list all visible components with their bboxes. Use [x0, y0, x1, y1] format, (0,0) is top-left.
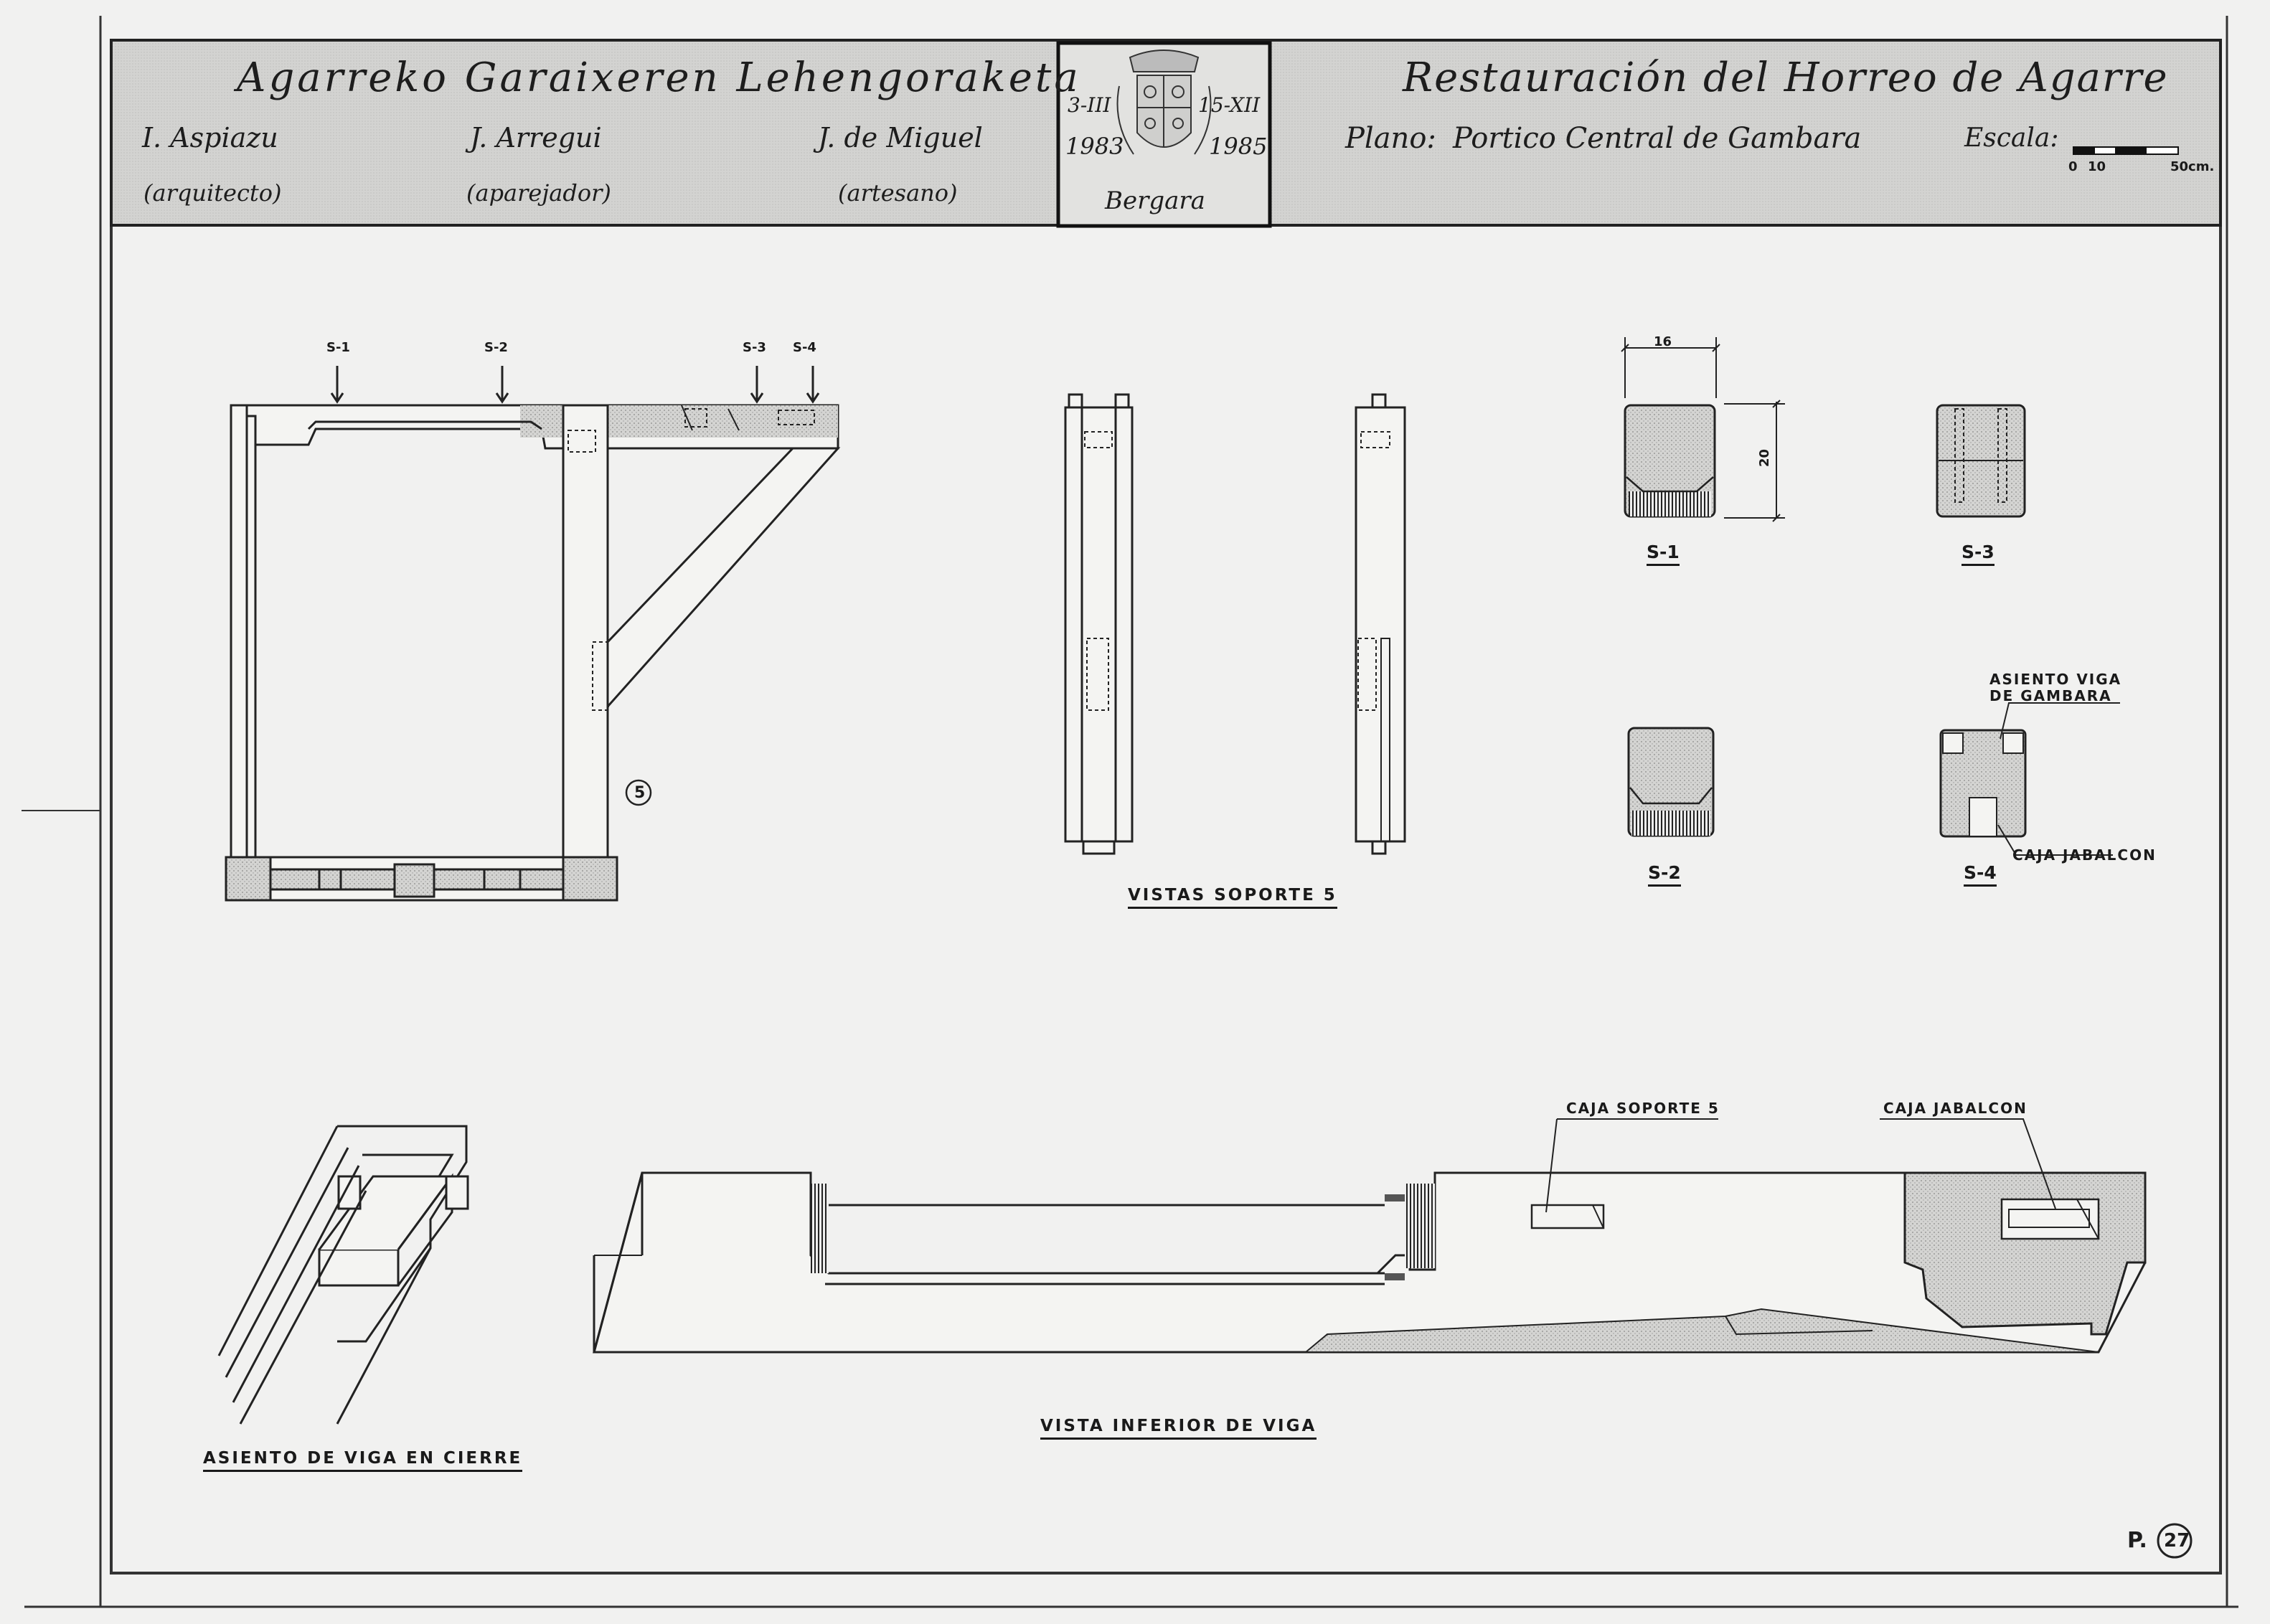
section-label-s1: S-1 — [1647, 542, 1680, 566]
section-mark-s3: S-3 — [743, 340, 766, 355]
portico-elevation — [225, 366, 841, 902]
page-number-circle — [2157, 1523, 2193, 1559]
plan-label: Plano: — [1345, 122, 1436, 155]
support-5-views — [1064, 393, 1406, 855]
basque-title: Agarreko Garaixeren Lehengoraketa — [237, 55, 1081, 101]
section-s1-dimensions — [1621, 337, 1785, 522]
section-s4-shape — [1939, 729, 2027, 838]
dim-width: 16 — [1654, 334, 1672, 349]
asiento-viga-gambara-line1: ASIENTO VIGA — [1989, 671, 2122, 688]
page-number: 27 — [2164, 1530, 2190, 1552]
scale-label: Escala: — [1964, 123, 2059, 153]
caja-soporte-label: CAJA SOPORTE 5 — [1566, 1100, 1720, 1117]
section-s2-shape — [1627, 727, 1715, 837]
seal-year-start: 1983 — [1065, 133, 1124, 160]
asiento-viga-gambara-line2: DE GAMBARA — [1989, 687, 2112, 704]
caja-jabalcon-beam-label: CAJA JABALCON — [1883, 1100, 2028, 1117]
scale-bar — [2073, 146, 2179, 155]
section-label-s2: S-2 — [1648, 862, 1681, 887]
scale-tick-50: 50cm. — [2170, 159, 2215, 174]
plan-name: Portico Central de Gambara — [1453, 122, 1862, 155]
section-mark-s1: S-1 — [326, 340, 350, 355]
bergara-seal-emblem — [1116, 49, 1212, 155]
section-label-s3: S-3 — [1961, 542, 1995, 566]
caja-jabalcon-label: CAJA JABALCON — [2012, 846, 2157, 864]
vista-inferior-label: VISTA INFERIOR DE VIGA — [1040, 1417, 1317, 1440]
credit-role-aparejador: (aparejador) — [466, 179, 611, 207]
section-s3-shape — [1936, 404, 2026, 518]
credit-name-architect: I. Aspiazu — [142, 122, 278, 154]
asiento-cierre-label: ASIENTO DE VIGA EN CIERRE — [203, 1449, 523, 1472]
seal-date-start: 3-III — [1068, 93, 1111, 117]
seal-date-end: 15-XII — [1198, 93, 1261, 117]
scale-tick-10: 10 — [2088, 159, 2106, 174]
credit-role-architect: (arquitecto) — [143, 179, 282, 207]
credit-name-aparejador: J. Arregui — [470, 122, 602, 154]
cross-sections — [1621, 337, 2120, 856]
section-mark-s4: S-4 — [793, 340, 816, 355]
seal-year-end: 1985 — [1209, 133, 1268, 160]
credit-name-artesano: J. de Miguel — [818, 122, 983, 154]
views-label: VISTAS SOPORTE 5 — [1128, 886, 1337, 909]
spanish-title: Restauración del Horreo de Agarre — [1403, 55, 2169, 101]
section-mark-s2: S-2 — [484, 340, 508, 355]
seal-place: Bergara — [1105, 187, 1205, 215]
page-prefix: P. — [2127, 1528, 2147, 1553]
beam-underside-view — [593, 1118, 2147, 1354]
section-s1-shape — [1624, 404, 1716, 518]
support-number: 5 — [634, 784, 646, 802]
credit-role-artesano: (artesano) — [838, 179, 958, 207]
beam-seat-isometric — [217, 1125, 469, 1425]
dim-height: 20 — [1757, 448, 1773, 468]
section-label-s4: S-4 — [1964, 862, 1997, 887]
scale-tick-0: 0 — [2068, 159, 2078, 174]
